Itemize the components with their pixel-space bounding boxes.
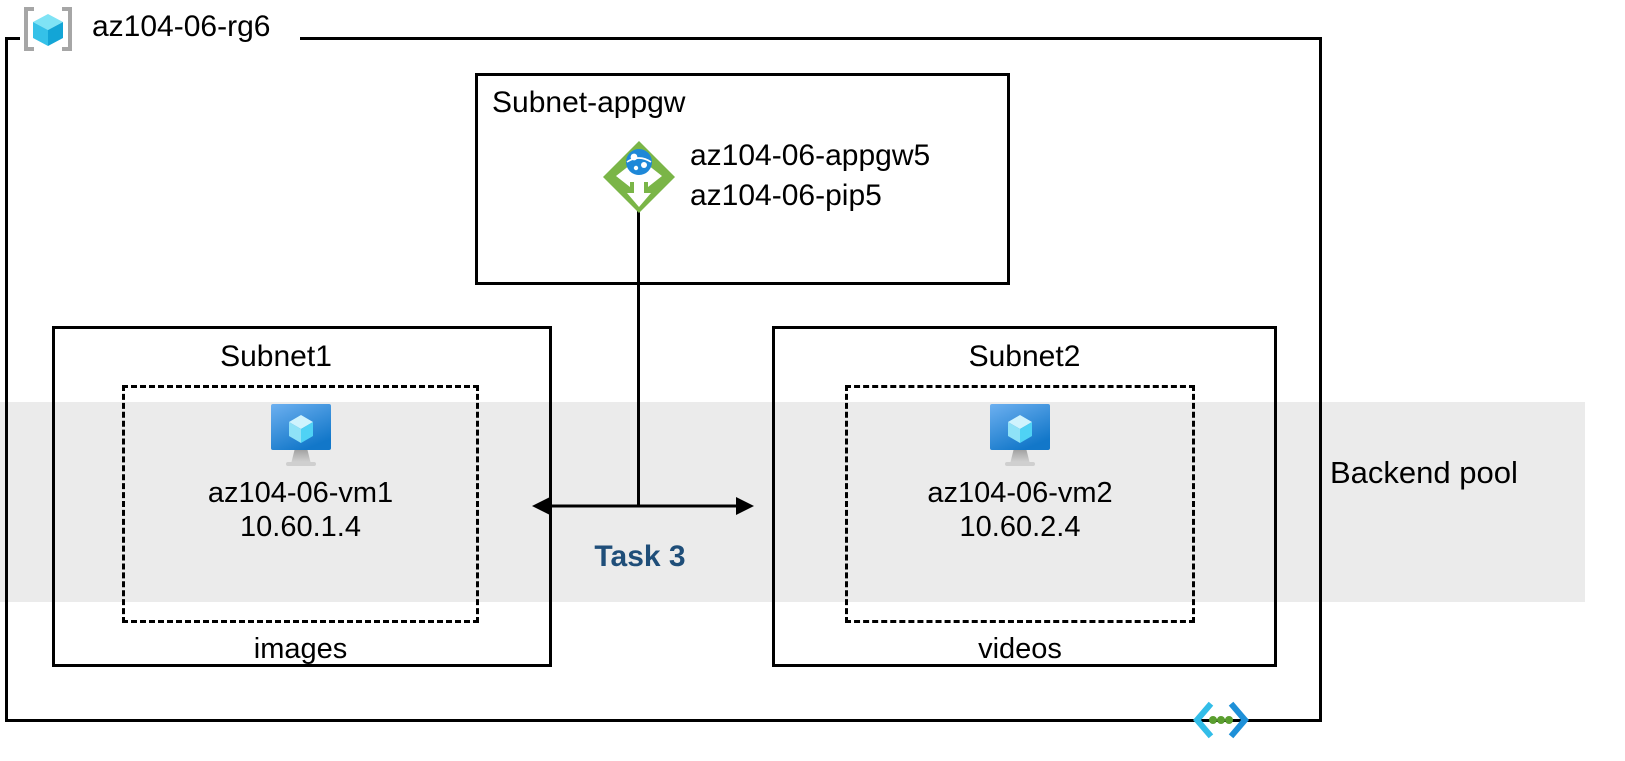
subnet2-title: Subnet2	[968, 340, 1081, 373]
subnet2-dashed-group	[845, 385, 1195, 623]
subnet-appgw-title: Subnet-appgw	[492, 86, 686, 119]
subnet2-storage-label: videos	[978, 633, 1062, 665]
subnet1-title: Subnet1	[220, 340, 332, 373]
vm1-node: az104-06-vm1 10.60.1.4	[122, 398, 479, 544]
vm1-ip: 10.60.1.4	[240, 511, 361, 544]
vm2-node: az104-06-vm2 10.60.2.4	[845, 398, 1195, 544]
task-3-label: Task 3	[594, 540, 686, 573]
application-gateway-labels: az104-06-appgw5 az104-06-pip5	[690, 136, 930, 215]
subnet1-dashed-group	[122, 385, 479, 623]
subnet2-box	[772, 326, 1277, 667]
subnet1-box	[52, 326, 552, 667]
code-brackets-icon	[1193, 698, 1249, 742]
subnet-appgw-box	[475, 73, 1010, 285]
backend-pool-label: Backend pool	[1330, 455, 1518, 490]
vm2-ip: 10.60.2.4	[959, 511, 1081, 544]
resource-group-boundary	[5, 37, 1322, 722]
vm2-name: az104-06-vm2	[927, 477, 1113, 509]
subnet1-storage-label: images	[253, 633, 348, 665]
appgw-name-line-1: az104-06-appgw5	[690, 139, 931, 172]
subnet-link-arrow	[528, 487, 758, 525]
appgw-connector-line	[637, 198, 640, 505]
resource-group-cube-icon	[22, 6, 74, 52]
application-gateway-icon	[600, 138, 678, 216]
virtual-machine-icon	[981, 398, 1059, 470]
resource-group-name: az104-06-rg6	[88, 10, 279, 44]
virtual-machine-icon	[262, 398, 340, 470]
vm1-name: az104-06-vm1	[207, 477, 394, 509]
appgw-name-line-2: az104-06-pip5	[690, 178, 882, 212]
